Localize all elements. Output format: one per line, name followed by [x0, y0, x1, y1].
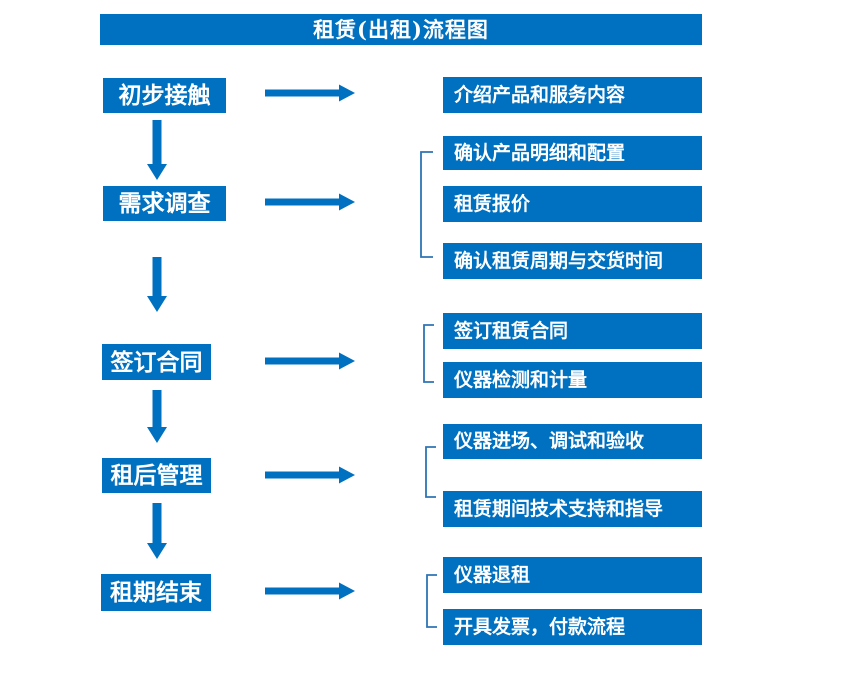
output-box-instrument-testing: 仪器检测和计量	[443, 362, 702, 398]
output-box-sign-rental-contract: 签订租赁合同	[443, 313, 702, 349]
output-box-invoice-payment: 开具发票，付款流程	[443, 609, 702, 645]
bracket-group-5	[426, 574, 437, 628]
bracket-group-3	[423, 324, 434, 383]
bracket-group-4	[425, 446, 436, 498]
arrow-down-2	[147, 257, 167, 312]
arrow-right-1	[265, 84, 355, 102]
output-box-instrument-setup-acceptance: 仪器进场、调试和验收	[443, 424, 702, 459]
arrow-right-2	[265, 193, 355, 211]
output-box-rental-quotation: 租赁报价	[443, 186, 702, 222]
diagram-title: 租赁(出租)流程图	[100, 14, 702, 45]
bracket-group-2	[420, 151, 433, 258]
arrow-down-3	[147, 390, 167, 443]
arrow-right-5	[265, 582, 355, 600]
output-box-confirm-product-details: 确认产品明细和配置	[443, 136, 702, 170]
stage-box-post-rental-management: 租后管理	[102, 458, 211, 493]
stage-box-sign-contract: 签订合同	[102, 344, 211, 380]
arrow-down-1	[147, 120, 167, 180]
output-box-confirm-rental-period: 确认租赁周期与交货时间	[443, 243, 702, 279]
stage-box-initial-contact: 初步接触	[103, 78, 226, 113]
arrow-down-4	[147, 503, 167, 559]
output-box-instrument-return: 仪器退租	[443, 557, 702, 593]
stage-box-rental-end: 租期结束	[101, 574, 211, 611]
stage-box-demand-survey: 需求调查	[103, 186, 226, 221]
arrow-right-3	[265, 352, 355, 370]
arrow-right-4	[265, 466, 355, 484]
output-box-technical-support: 租赁期间技术支持和指导	[443, 491, 702, 527]
output-box-introduce-products: 介绍产品和服务内容	[443, 77, 702, 113]
